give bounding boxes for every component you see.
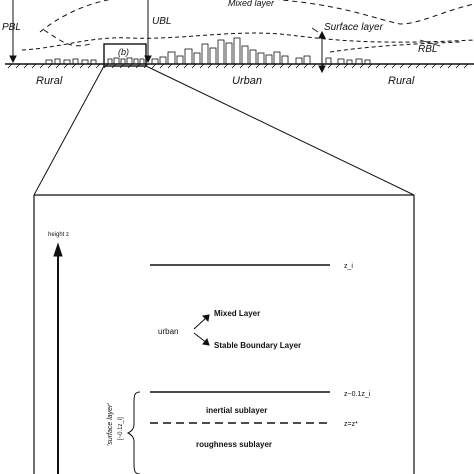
- rural-houses-left: [45, 58, 97, 65]
- roughness-sublayer-label: roughness sublayer: [196, 440, 272, 449]
- rural-pbl-curve: [43, 29, 91, 47]
- surface-layer-leader: [311, 27, 319, 33]
- urban-label: Urban: [232, 75, 262, 87]
- rural-left-label: Rural: [36, 75, 63, 87]
- z01-label: z~0.1z_i: [344, 391, 371, 398]
- height-axis-arrowhead: [53, 242, 63, 257]
- surface-layer-side-sub: [~0.1z_i]: [118, 417, 124, 440]
- rbl-arrow-top: [318, 30, 326, 39]
- top-diagram: [5, 0, 474, 196]
- inset-marker-houses: [107, 57, 145, 65]
- rbl-curve: [329, 41, 461, 53]
- surface-layer-label: Surface layer: [324, 22, 384, 33]
- urban-buildings: [151, 37, 332, 65]
- ubl-label: UBL: [152, 16, 171, 27]
- mixed-layer-inset-label: Mixed Layer: [214, 309, 260, 318]
- inset-diagram: [33, 194, 415, 474]
- zoom-line-right: [145, 65, 415, 196]
- rural-right-label: Rural: [388, 75, 415, 87]
- stable-layer-label: Stable Boundary Layer: [214, 341, 301, 350]
- inertial-sublayer-label: inertial sublayer: [206, 406, 267, 415]
- pbl-arrow-bottom: [9, 55, 17, 64]
- rbl-leader: [419, 39, 441, 47]
- zstar-label: z=z*: [344, 421, 358, 428]
- rbl-label: RBL: [418, 44, 437, 55]
- urban-arrow-up-head: [201, 314, 210, 323]
- surface-layer-brace: [126, 391, 141, 474]
- urban-arrow-up: [193, 316, 208, 330]
- zi-label: z_i: [344, 263, 353, 270]
- mixed-layer-label: Mixed layer: [228, 0, 275, 8]
- inset-marker-label: (b): [118, 47, 129, 57]
- mixed-layer-top-curve: [39, 0, 474, 33]
- urban-arrow-down-head: [202, 337, 210, 346]
- height-axis-label: height z: [48, 232, 69, 238]
- zoom-line-left: [33, 65, 105, 196]
- inset-marker-box: [103, 43, 147, 67]
- surface-layer-curve: [21, 32, 474, 51]
- rural-houses-right: [337, 58, 371, 65]
- urban-word-label: urban: [158, 327, 178, 336]
- pbl-label: PBL: [2, 22, 21, 33]
- surface-layer-side-label: 'surface layer': [107, 403, 114, 446]
- rbl-arrow-bottom: [318, 65, 326, 74]
